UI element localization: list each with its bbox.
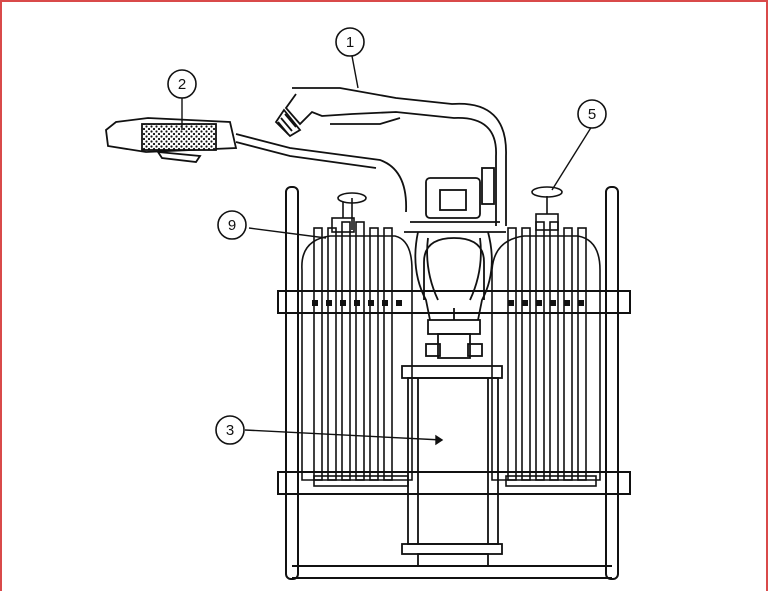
handheld-tool [105, 117, 407, 213]
central-manifold [401, 177, 506, 567]
callouts: 1 2 3 5 9 [167, 27, 607, 445]
svg-text:2: 2 [178, 76, 186, 93]
callout-9: 9 [217, 210, 247, 240]
tool-grip [141, 123, 217, 151]
valve-handwheel-right [531, 186, 563, 198]
center-tank-cap [401, 365, 503, 379]
svg-text:3: 3 [226, 422, 234, 439]
torch-assembly [274, 87, 507, 226]
right-cylinder-bank [491, 186, 601, 487]
center-tank [407, 377, 499, 545]
svg-text:9: 9 [228, 217, 236, 234]
svg-text:5: 5 [588, 106, 596, 123]
frame-post-left-outer [285, 186, 299, 580]
callout-2: 2 [167, 69, 197, 99]
callout-3: 3 [215, 415, 245, 445]
frame-post-right-outer [605, 186, 619, 580]
left-cylinder-bank [301, 192, 413, 487]
torch-cable [284, 93, 497, 226]
svg-text:1: 1 [346, 34, 354, 51]
callout-leaders [181, 55, 593, 446]
callout-1: 1 [335, 27, 365, 57]
callout-5: 5 [577, 99, 607, 129]
lower-strap [277, 471, 631, 495]
